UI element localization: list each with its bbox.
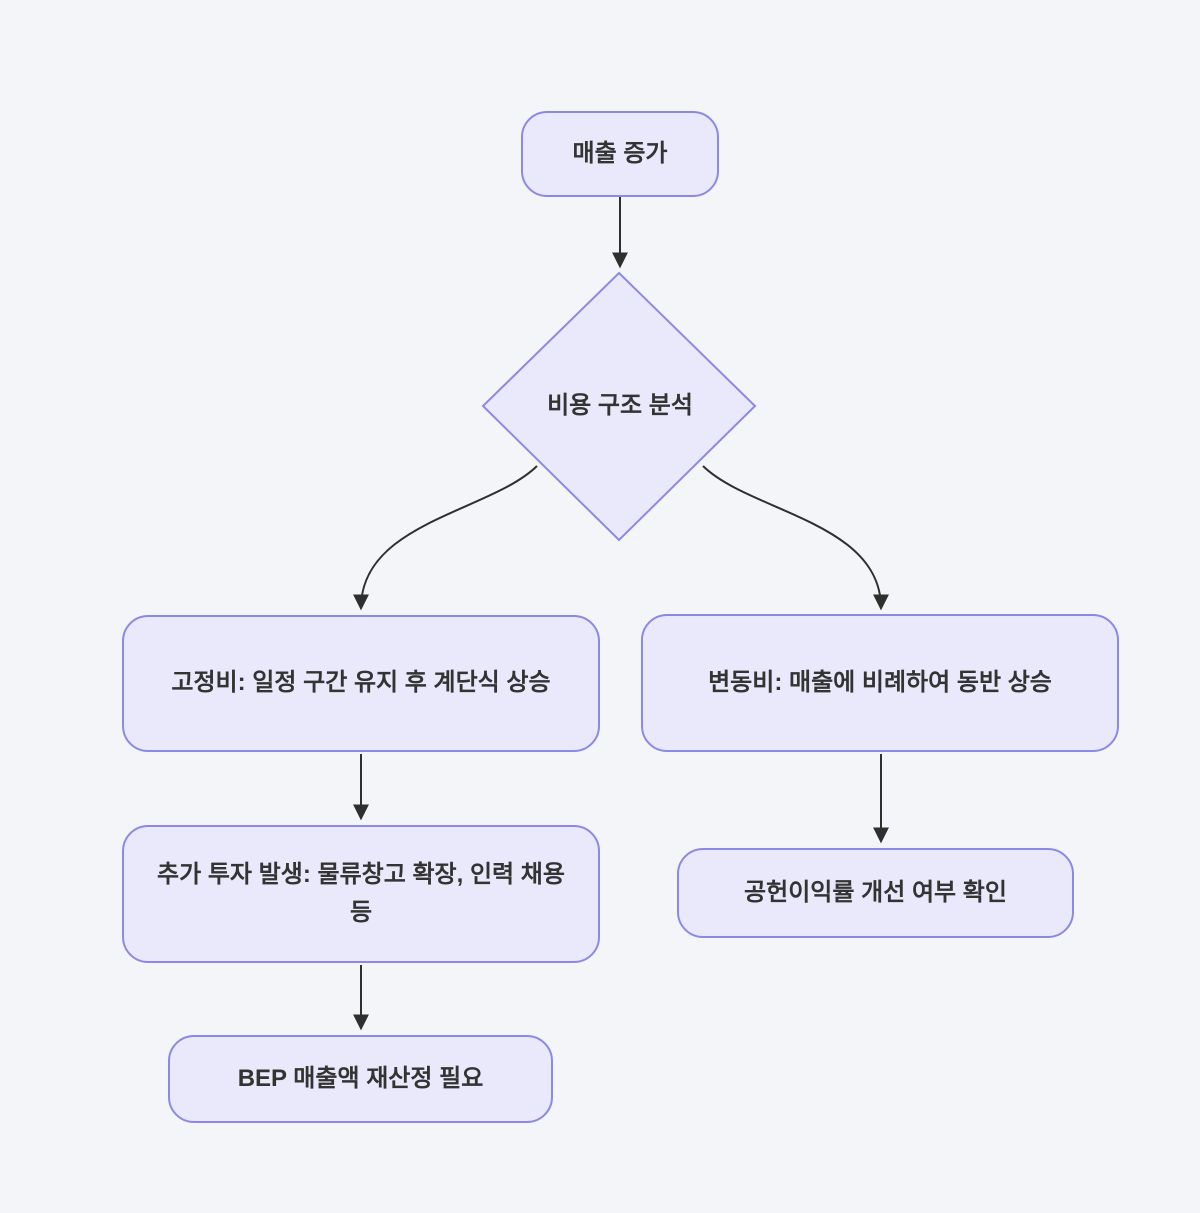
node-sales-increase: 매출 증가 xyxy=(521,111,719,197)
node-contribution-margin: 공헌이익률 개선 여부 확인 xyxy=(677,848,1074,938)
node-additional-investment: 추가 투자 발생: 물류창고 확장, 인력 채용 등 xyxy=(122,825,600,963)
node-cost-structure-diamond-shape xyxy=(481,271,757,542)
node-variable-cost: 변동비: 매출에 비례하여 동반 상승 xyxy=(641,614,1119,752)
node-cost-structure-label: 비용 구조 분석 xyxy=(547,392,693,420)
edge-analysis-to-fixed xyxy=(353,465,538,611)
edge-analysis-to-variable xyxy=(702,465,889,611)
node-bep-recalculation: BEP 매출액 재산정 필요 xyxy=(168,1035,553,1123)
node-fixed-cost: 고정비: 일정 구간 유지 후 계단식 상승 xyxy=(122,615,600,752)
